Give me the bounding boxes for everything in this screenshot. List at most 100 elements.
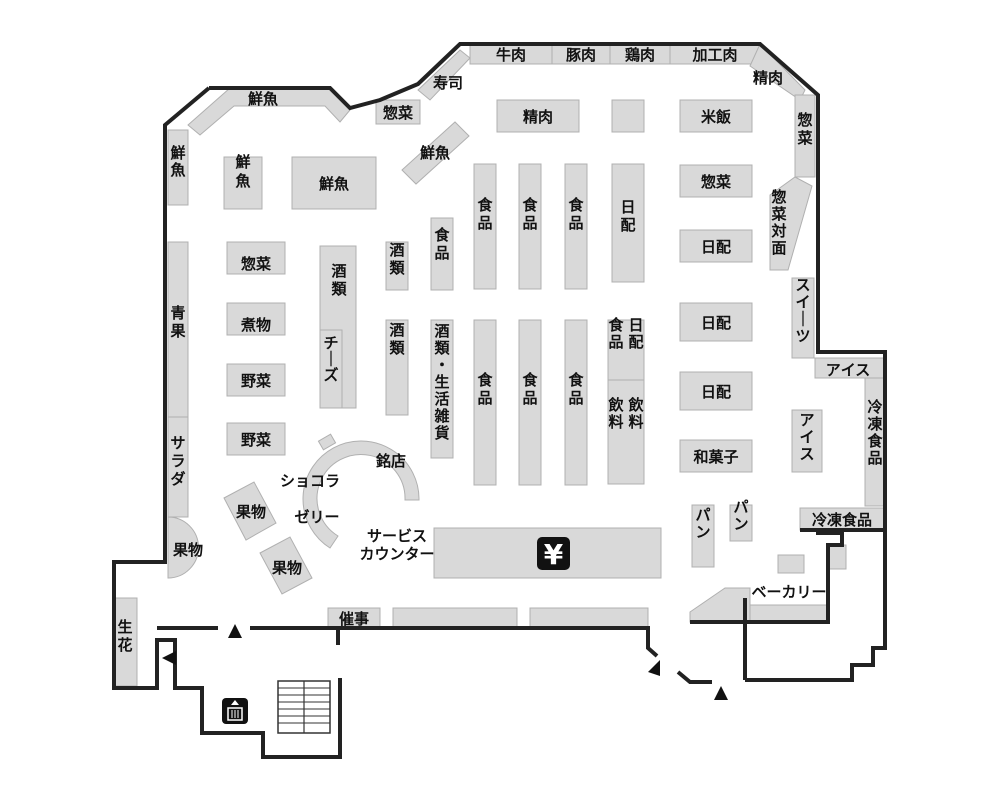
label-kabutsu1: 果物 [235,503,266,521]
label-wagashi: 和菓子 [693,448,738,466]
shelf-bottom-mid [392,607,518,629]
shelf-shokuhin7 [564,319,588,486]
label-sozai-right: 惣菜 [701,173,731,191]
shelf-cheese [319,329,343,409]
entrance-arrow-up-right [714,686,728,700]
entrance-arrow-diag [648,660,660,676]
label-inryo-a: 飲料 [607,396,624,431]
label-sengyo-island1: 鮮魚 [235,153,250,190]
shelf-kabutsu2 [259,536,313,595]
atm-yen-icon[interactable]: ¥ [537,537,570,571]
shelf-yasai2 [226,422,286,456]
shelf-pan2 [729,504,753,542]
label-shokuhin-nichihai-a: 食品 [608,316,624,351]
label-service-a: サービス [367,527,427,545]
shelf-shurui1 [385,241,409,291]
shelf-seiniku-island [496,99,580,133]
label-kabutsu2: 果物 [271,559,302,577]
shelf-ice-island [791,409,823,473]
label-inryo-b: 飲料 [627,396,644,431]
shelf-nichihai-mid [611,163,645,283]
entrance-dash [676,670,712,684]
shelf-small-island [611,99,645,133]
label-nichihai-r2: 日配 [701,314,731,332]
label-sozai-top: 惣菜 [383,104,413,122]
label-salad: サラダ [170,434,185,488]
shelf-sengyo-diag [401,121,470,185]
shelf-pan1 [691,504,715,568]
label-shurui3: 酒類 [330,262,347,298]
shelf-inryo [607,379,645,485]
right-inner-wall [690,528,844,680]
label-reito-wall: 冷凍食品 [867,398,883,467]
shelf-sweets [791,277,815,359]
label-nichihai-r1: 日配 [701,238,731,256]
label-shurui2: 酒類 [388,321,405,357]
label-toriniku: 鶏肉 [625,46,655,64]
shelf-shokuhin-nichihai [607,319,645,381]
label-sushi: 寿司 [433,74,463,92]
shelf-shokuhin2 [518,163,542,290]
entrance-arrow-up-left [228,624,242,638]
outer-wall-left [112,86,342,759]
shelf-shokuhin3 [564,163,588,290]
label-jelly: ゼリー [294,508,339,526]
shelf-shokuhin4 [430,217,454,291]
shelf-small-box2 [827,544,847,570]
label-service-b: カウンター [359,545,434,563]
label-shokuhin5: 食品 [477,371,493,407]
shelf-sengyo-left [167,129,189,206]
elevator-icon [222,698,248,724]
shelf-bakery [689,587,751,623]
label-sozai-left: 惣菜 [241,255,271,273]
entrance-arrow-left [162,651,176,665]
label-meiten: 銘店 [376,452,406,470]
label-shokuhin6: 食品 [522,371,538,407]
label-cheese: チ｜ズ [323,334,338,384]
label-shokuhin3: 食品 [568,196,584,232]
inner-wall-bottom [157,626,659,658]
label-kakoniku: 加工肉 [691,46,737,64]
shelf-sushi [417,49,471,101]
label-shokuhin1: 食品 [477,196,493,232]
label-sengyo-left: 鮮魚 [170,144,185,179]
label-chocolat: ショコラ [280,472,340,490]
shelf-sozai-top [375,99,421,125]
label-sengyo-top: 鮮魚 [248,90,278,108]
shelf-salad [167,416,189,518]
label-seika-flower: 生花 [117,618,132,654]
shelf-beihan [679,99,753,133]
shelf-bottom-right [529,607,649,629]
shelf-shokuhin5 [473,319,497,486]
shelf-nimono [226,302,286,336]
shelf-shurui-seikatsu [430,319,454,459]
label-sozai-taimen: 惣菜対面 [770,188,786,257]
label-seiniku-corner: 精肉 [753,69,783,87]
label-seiniku-island: 精肉 [523,108,553,126]
shelf-sozai-right [679,164,753,198]
label-shokuhin-nichihai-b: 日配 [628,316,643,351]
shelf-meiten-nub [317,433,337,451]
shelf-meiten-ring [302,440,420,549]
shelf-bakery-base [749,604,829,623]
label-sengyo-diag: 鮮魚 [420,144,450,162]
shelf-kabutsu-wall [167,516,199,579]
label-nichihai-mid: 日配 [620,198,635,234]
label-pan1: パン [695,506,710,541]
shelf-sozai-left [226,241,286,275]
label-yasai1: 野菜 [241,372,271,390]
outer-wall [209,42,887,682]
staircase [277,680,331,734]
label-nimono: 煮物 [240,316,271,334]
label-shurui1: 酒類 [388,241,405,277]
shelf-small-box1 [777,554,805,574]
label-ice-wall: アイス [826,361,871,379]
shelf-shurui2 [385,319,409,416]
label-bakery: ベーカリー [751,583,826,601]
label-yasai2: 野菜 [241,431,271,449]
label-kabutsu-wall: 果物 [172,541,203,559]
label-shurui-seikatsu: 酒類・生活雑貨 [433,322,450,442]
shelf-sozai-taimen [769,176,813,271]
shelf-shokuhin6 [518,319,542,486]
label-reito-bottom: 冷凍食品 [812,511,872,529]
